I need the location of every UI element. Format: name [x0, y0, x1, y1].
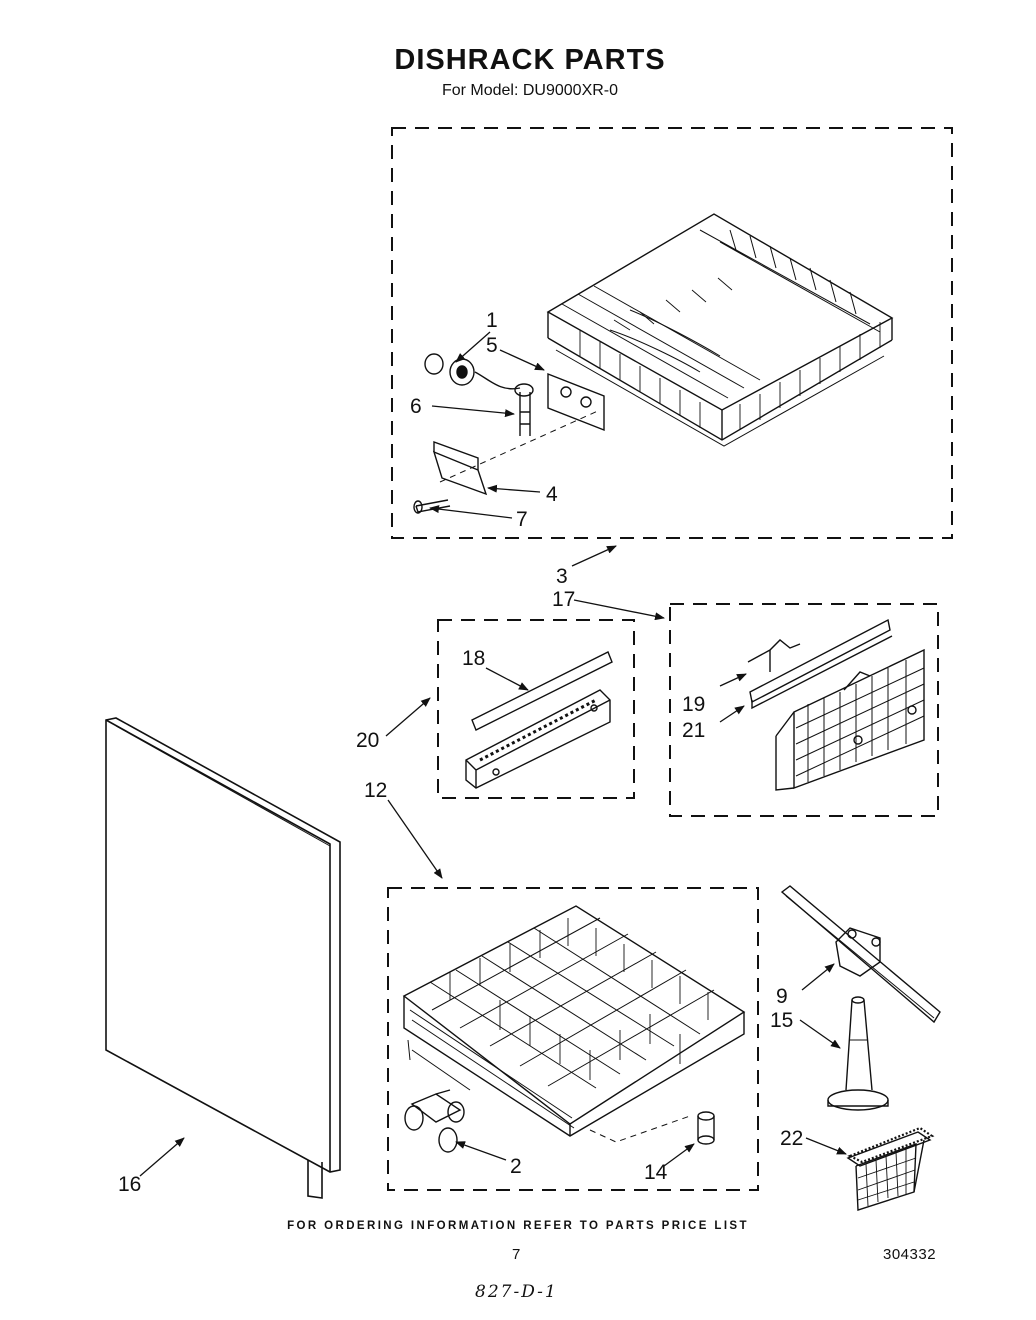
silverware-basket-17	[747, 618, 925, 791]
rack-stop-14	[697, 1111, 715, 1145]
silverware-holder-box-20	[437, 619, 635, 799]
callout-7: 7	[516, 508, 528, 531]
upper-rack-group-box	[391, 127, 953, 539]
callout-21: 21	[682, 719, 706, 742]
silverware-holder-box-17	[669, 603, 939, 817]
silverware-basket-22	[846, 1126, 935, 1211]
spray-arm-support-15	[827, 996, 889, 1111]
callout-17: 17	[552, 588, 576, 611]
document-number: 304332	[883, 1246, 937, 1263]
ordering-info-note: FOR ORDERING INFORMATION REFER TO PARTS …	[287, 1220, 749, 1232]
spray-arm-9	[780, 885, 941, 1024]
handwritten-code: 827-D-1	[475, 1282, 558, 1302]
callout-3: 3	[556, 565, 568, 588]
model-subtitle: For Model: DU9000XR-0	[441, 82, 619, 99]
lower-rack-roller-2	[404, 1089, 465, 1153]
callout-1: 1	[486, 309, 498, 332]
callout-15: 15	[770, 1009, 794, 1032]
callout-2: 2	[510, 1155, 522, 1178]
callout-19: 19	[682, 693, 706, 716]
upper-dishrack	[546, 213, 894, 447]
lower-dishrack	[402, 905, 746, 1143]
silverware-holder-20	[465, 651, 613, 789]
callout-5: 5	[486, 334, 498, 357]
callout-leader-lines	[139, 331, 847, 1177]
callout-4: 4	[546, 483, 558, 506]
page-title: DISHRACK PARTS	[394, 44, 666, 76]
callout-14: 14	[644, 1161, 668, 1184]
callout-20: 20	[356, 729, 380, 752]
callout-18: 18	[462, 647, 486, 670]
callout-6: 6	[410, 395, 422, 418]
callout-9: 9	[776, 985, 788, 1008]
page-number: 7	[512, 1246, 521, 1263]
callout-16: 16	[118, 1173, 142, 1196]
callout-12: 12	[364, 779, 388, 802]
lower-rack-group-box	[387, 887, 759, 1191]
callout-22: 22	[780, 1127, 804, 1150]
rack-adjuster-parts	[413, 353, 605, 514]
dishwasher-door-panel	[105, 717, 341, 1199]
